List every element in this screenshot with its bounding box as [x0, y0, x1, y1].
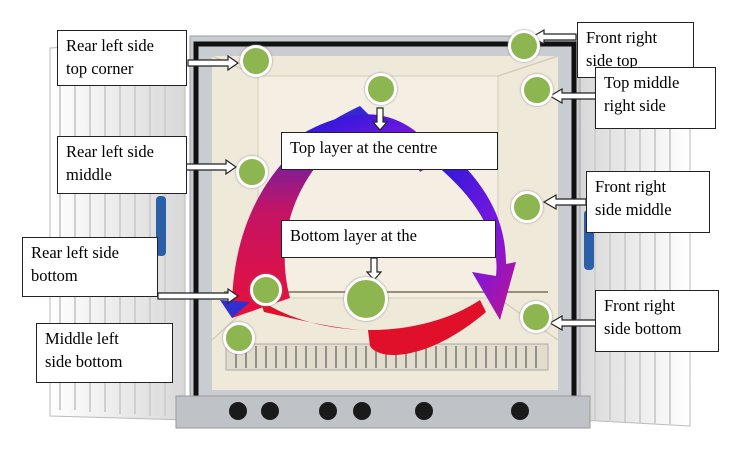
label-bottom-center: Bottom layer at the	[281, 220, 496, 258]
pointer-arrows	[157, 28, 597, 332]
label-rear-left-middle: Rear left side middle	[57, 136, 187, 194]
sensor-front-right-bottom	[520, 301, 552, 333]
arrow-front-right-bottom	[548, 314, 597, 332]
sensor-rear-left-bottom	[250, 274, 282, 306]
label-front-right-middle: Front right side middle	[586, 171, 710, 233]
grate-slats	[235, 346, 537, 368]
left-door-handle	[156, 196, 166, 256]
arrow-rear-left-bottom	[157, 287, 240, 305]
sensor-bottom-center	[344, 277, 388, 321]
airflow-right-arrow	[430, 150, 516, 320]
airflow-bottom-arc	[260, 300, 486, 355]
arrow-rear-left-middle	[185, 158, 238, 176]
sensor-top-middle-right	[521, 74, 553, 106]
label-middle-left-bottom: Middle left side bottom	[36, 323, 173, 383]
sensor-top-center	[365, 73, 397, 105]
airflow-top-arc	[300, 114, 440, 172]
airflow-left-arrowhead	[220, 300, 250, 318]
sensor-front-right-top	[508, 30, 540, 62]
airflow-left-arc	[231, 106, 372, 318]
base-ports	[229, 402, 529, 420]
arrow-top-center	[371, 107, 389, 131]
label-top-middle-right: Top middle right side	[595, 67, 716, 129]
label-top-center: Top layer at the centre	[281, 132, 498, 170]
sensor-front-right-middle	[511, 191, 543, 223]
arrow-front-right-middle	[542, 193, 587, 211]
arrow-rear-left-top	[187, 54, 240, 72]
label-rear-left-top: Rear left side top corner	[57, 30, 187, 86]
label-front-right-bottom: Front right side bottom	[595, 290, 719, 352]
airflow-arrows	[220, 106, 516, 355]
sensor-rear-left-middle	[236, 156, 268, 188]
arrow-top-middle-right	[548, 87, 597, 105]
sensor-rear-left-top	[240, 45, 272, 77]
sensor-middle-left-bottom	[223, 322, 255, 354]
label-rear-left-bottom: Rear left side bottom	[22, 237, 158, 297]
arrow-bottom-center	[365, 257, 383, 281]
